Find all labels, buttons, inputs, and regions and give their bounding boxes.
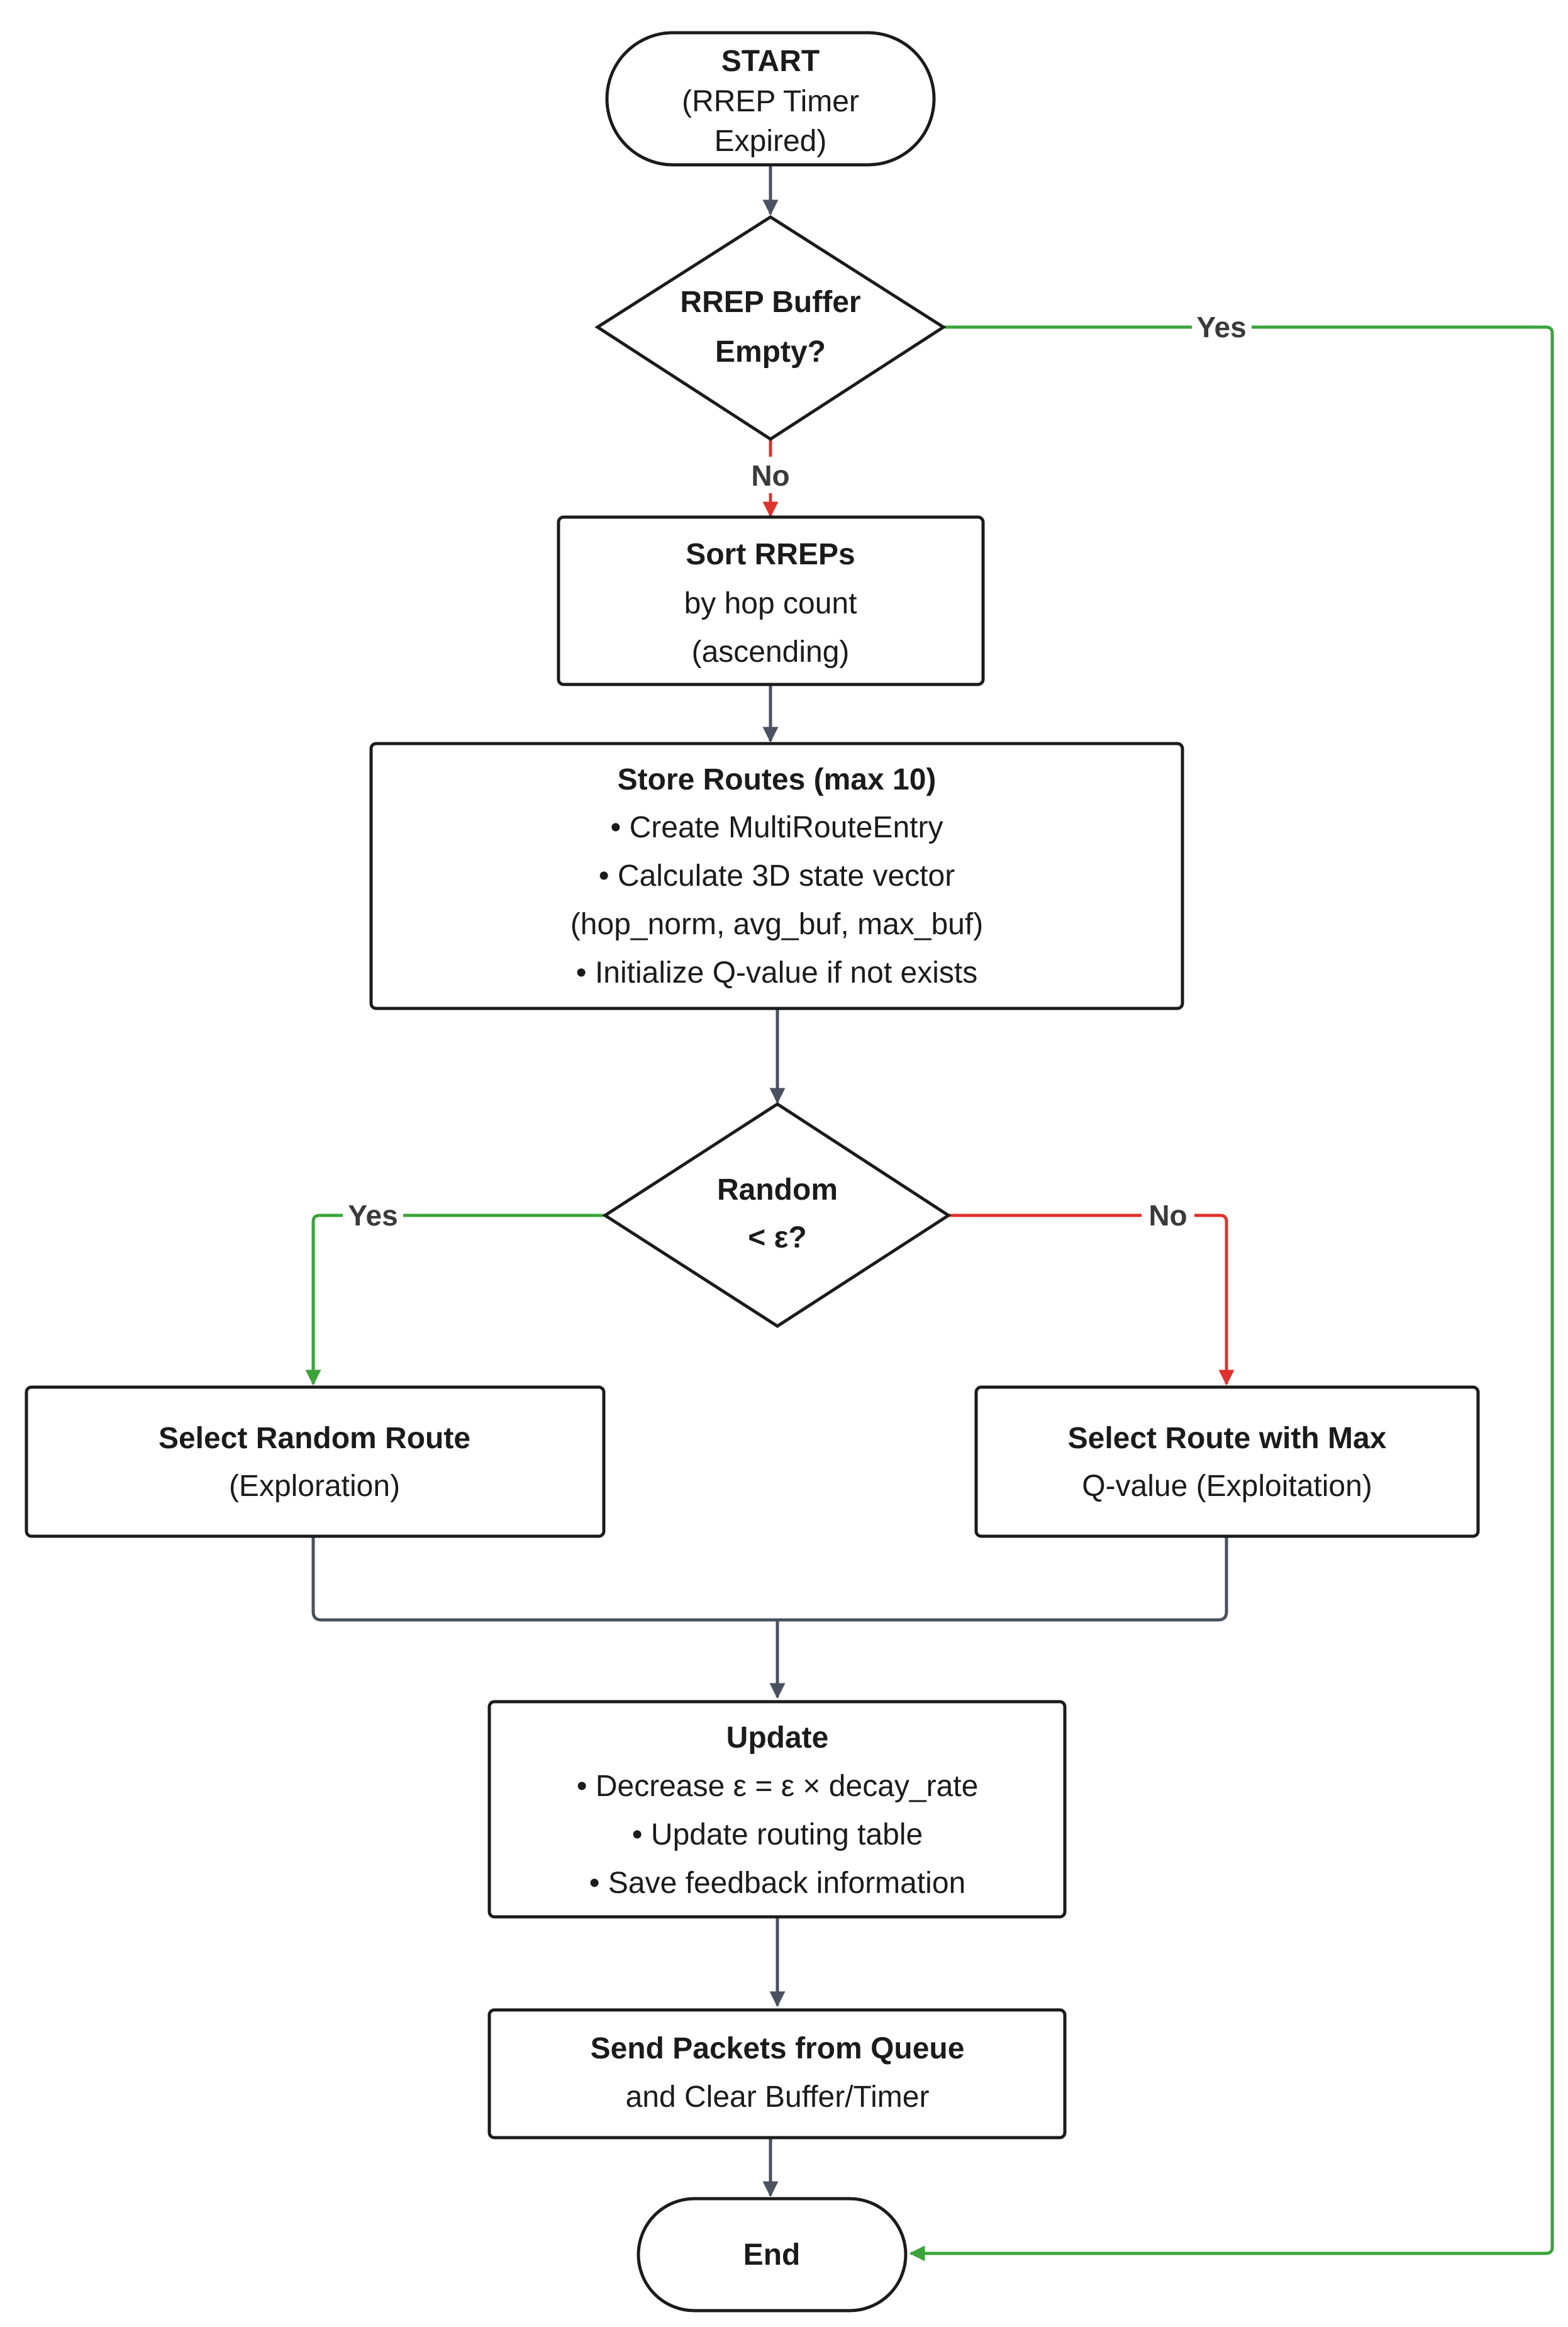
buffer-empty-decision: RREP Buffer Empty?: [594, 215, 947, 441]
random-epsilon-decision: Random < ε?: [602, 1102, 952, 1328]
update-line-2: • Update routing table: [632, 1818, 923, 1851]
edge-random-route-to-merge: [311, 1536, 777, 1622]
update-title: Update: [726, 1721, 829, 1755]
max-route-title: Select Route with Max: [1068, 1422, 1387, 1455]
edge-random-no: [948, 1214, 1235, 1386]
send-title: Send Packets from Queue: [591, 2032, 965, 2065]
random-route-title: Select Random Route: [158, 1422, 470, 1455]
start-line-2: Expired): [714, 125, 827, 158]
edge-buffer-yes: [909, 325, 1554, 2262]
sort-title: Sort RREPs: [686, 538, 855, 571]
edge-random-yes: [305, 1214, 605, 1386]
edge-label-buffer-no: No: [751, 459, 789, 492]
sort-line-1: by hop count: [684, 587, 857, 620]
update-node: Update • Decrease ε = ε × decay_rate • U…: [487, 1700, 1067, 1919]
edge-label-buffer-yes: Yes: [1196, 311, 1246, 343]
end-node: End: [637, 2197, 908, 2313]
buffer-decision-line-1: RREP Buffer: [680, 286, 860, 319]
buffer-decision-line-2: Empty?: [715, 335, 826, 369]
update-line-3: • Save feedback information: [589, 1867, 965, 1900]
start-line-1: (RREP Timer: [682, 85, 859, 118]
end-title: End: [743, 2238, 801, 2272]
store-line-3: (hop_norm, avg_buf, max_buf): [570, 908, 983, 941]
sort-line-2: (ascending): [692, 635, 850, 669]
edge-label-random-no: No: [1148, 1199, 1187, 1232]
send-line-1: and Clear Buffer/Timer: [626, 2080, 930, 2114]
store-routes-node: Store Routes (max 10) • Create MultiRout…: [369, 742, 1184, 1010]
store-title: Store Routes (max 10): [618, 763, 937, 796]
select-max-route-node: Select Route with Max Q-value (Exploitat…: [974, 1385, 1480, 1538]
store-line-1: • Create MultiRouteEntry: [610, 811, 943, 844]
start-title: START: [721, 45, 820, 78]
edge-label-random-yes: Yes: [348, 1199, 398, 1232]
random-decision-line-1: Random: [717, 1173, 838, 1207]
store-line-2: • Calculate 3D state vector: [599, 859, 955, 893]
random-decision-line-2: < ε?: [748, 1221, 806, 1254]
random-route-line-1: (Exploration): [229, 1470, 400, 1503]
send-packets-node: Send Packets from Queue and Clear Buffer…: [487, 2008, 1067, 2140]
edges: [305, 165, 1554, 2262]
edge-labels: Yes No Yes No: [343, 311, 1252, 1232]
update-line-1: • Decrease ε = ε × decay_rate: [577, 1770, 979, 1803]
start-node: START (RREP Timer Expired): [605, 31, 936, 167]
store-line-4: • Initialize Q-value if not exists: [576, 956, 977, 990]
sort-rreps-node: Sort RREPs by hop count (ascending): [557, 515, 985, 686]
select-random-route-node: Select Random Route (Exploration): [25, 1385, 606, 1538]
max-route-line-1: Q-value (Exploitation): [1082, 1470, 1372, 1503]
edge-max-route-to-merge: [777, 1536, 1228, 1622]
